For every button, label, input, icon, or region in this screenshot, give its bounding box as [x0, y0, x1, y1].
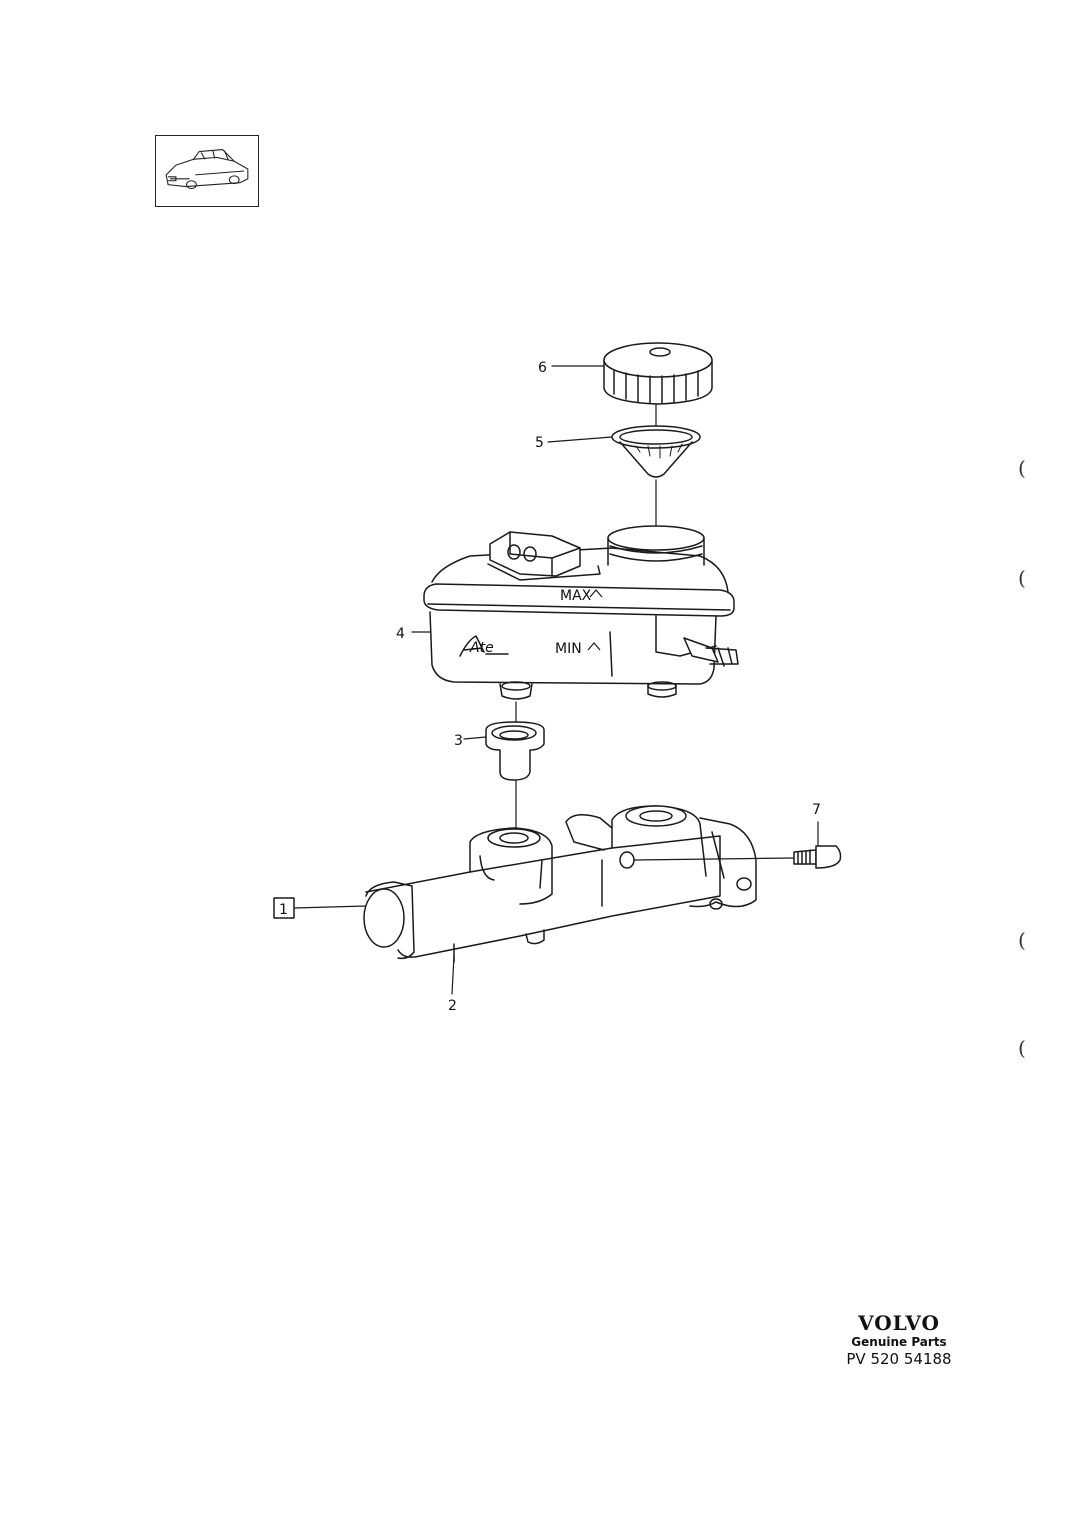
reservoir-strainer [611, 425, 701, 478]
callout-3: 3 [454, 733, 463, 749]
callout-1: 1 [279, 902, 288, 918]
callout-5: 5 [535, 435, 544, 451]
fluid-reservoir [423, 525, 739, 700]
callout-2: 2 [448, 998, 457, 1014]
margin-mark: ( [1018, 1036, 1026, 1060]
callout-box-1 [273, 897, 295, 919]
min-level-label: MIN [555, 641, 582, 657]
callout-7: 7 [812, 802, 821, 818]
sedan-icon [165, 149, 249, 190]
margin-mark: ( [1018, 566, 1026, 590]
reservoir-cap [603, 342, 713, 405]
callout-6: 6 [538, 360, 547, 376]
bleed-screw [793, 845, 842, 869]
callout-4: 4 [396, 626, 405, 642]
volvo-logo: VOLVO [858, 1311, 940, 1335]
leader-lines [293, 365, 819, 995]
reservoir-grommet [485, 721, 545, 781]
brand-subtitle: Genuine Parts [851, 1335, 947, 1349]
brand-block: VOLVO Genuine Parts PV 520 54188 [838, 1312, 960, 1368]
max-level-label: MAX [560, 588, 592, 604]
maker-mark: Ate [469, 640, 494, 656]
vehicle-thumbnail [155, 135, 259, 207]
margin-mark: ( [1018, 456, 1026, 480]
margin-mark: ( [1018, 928, 1026, 952]
part-code: PV 520 54188 [846, 1350, 952, 1368]
master-cylinder-body [363, 805, 757, 963]
